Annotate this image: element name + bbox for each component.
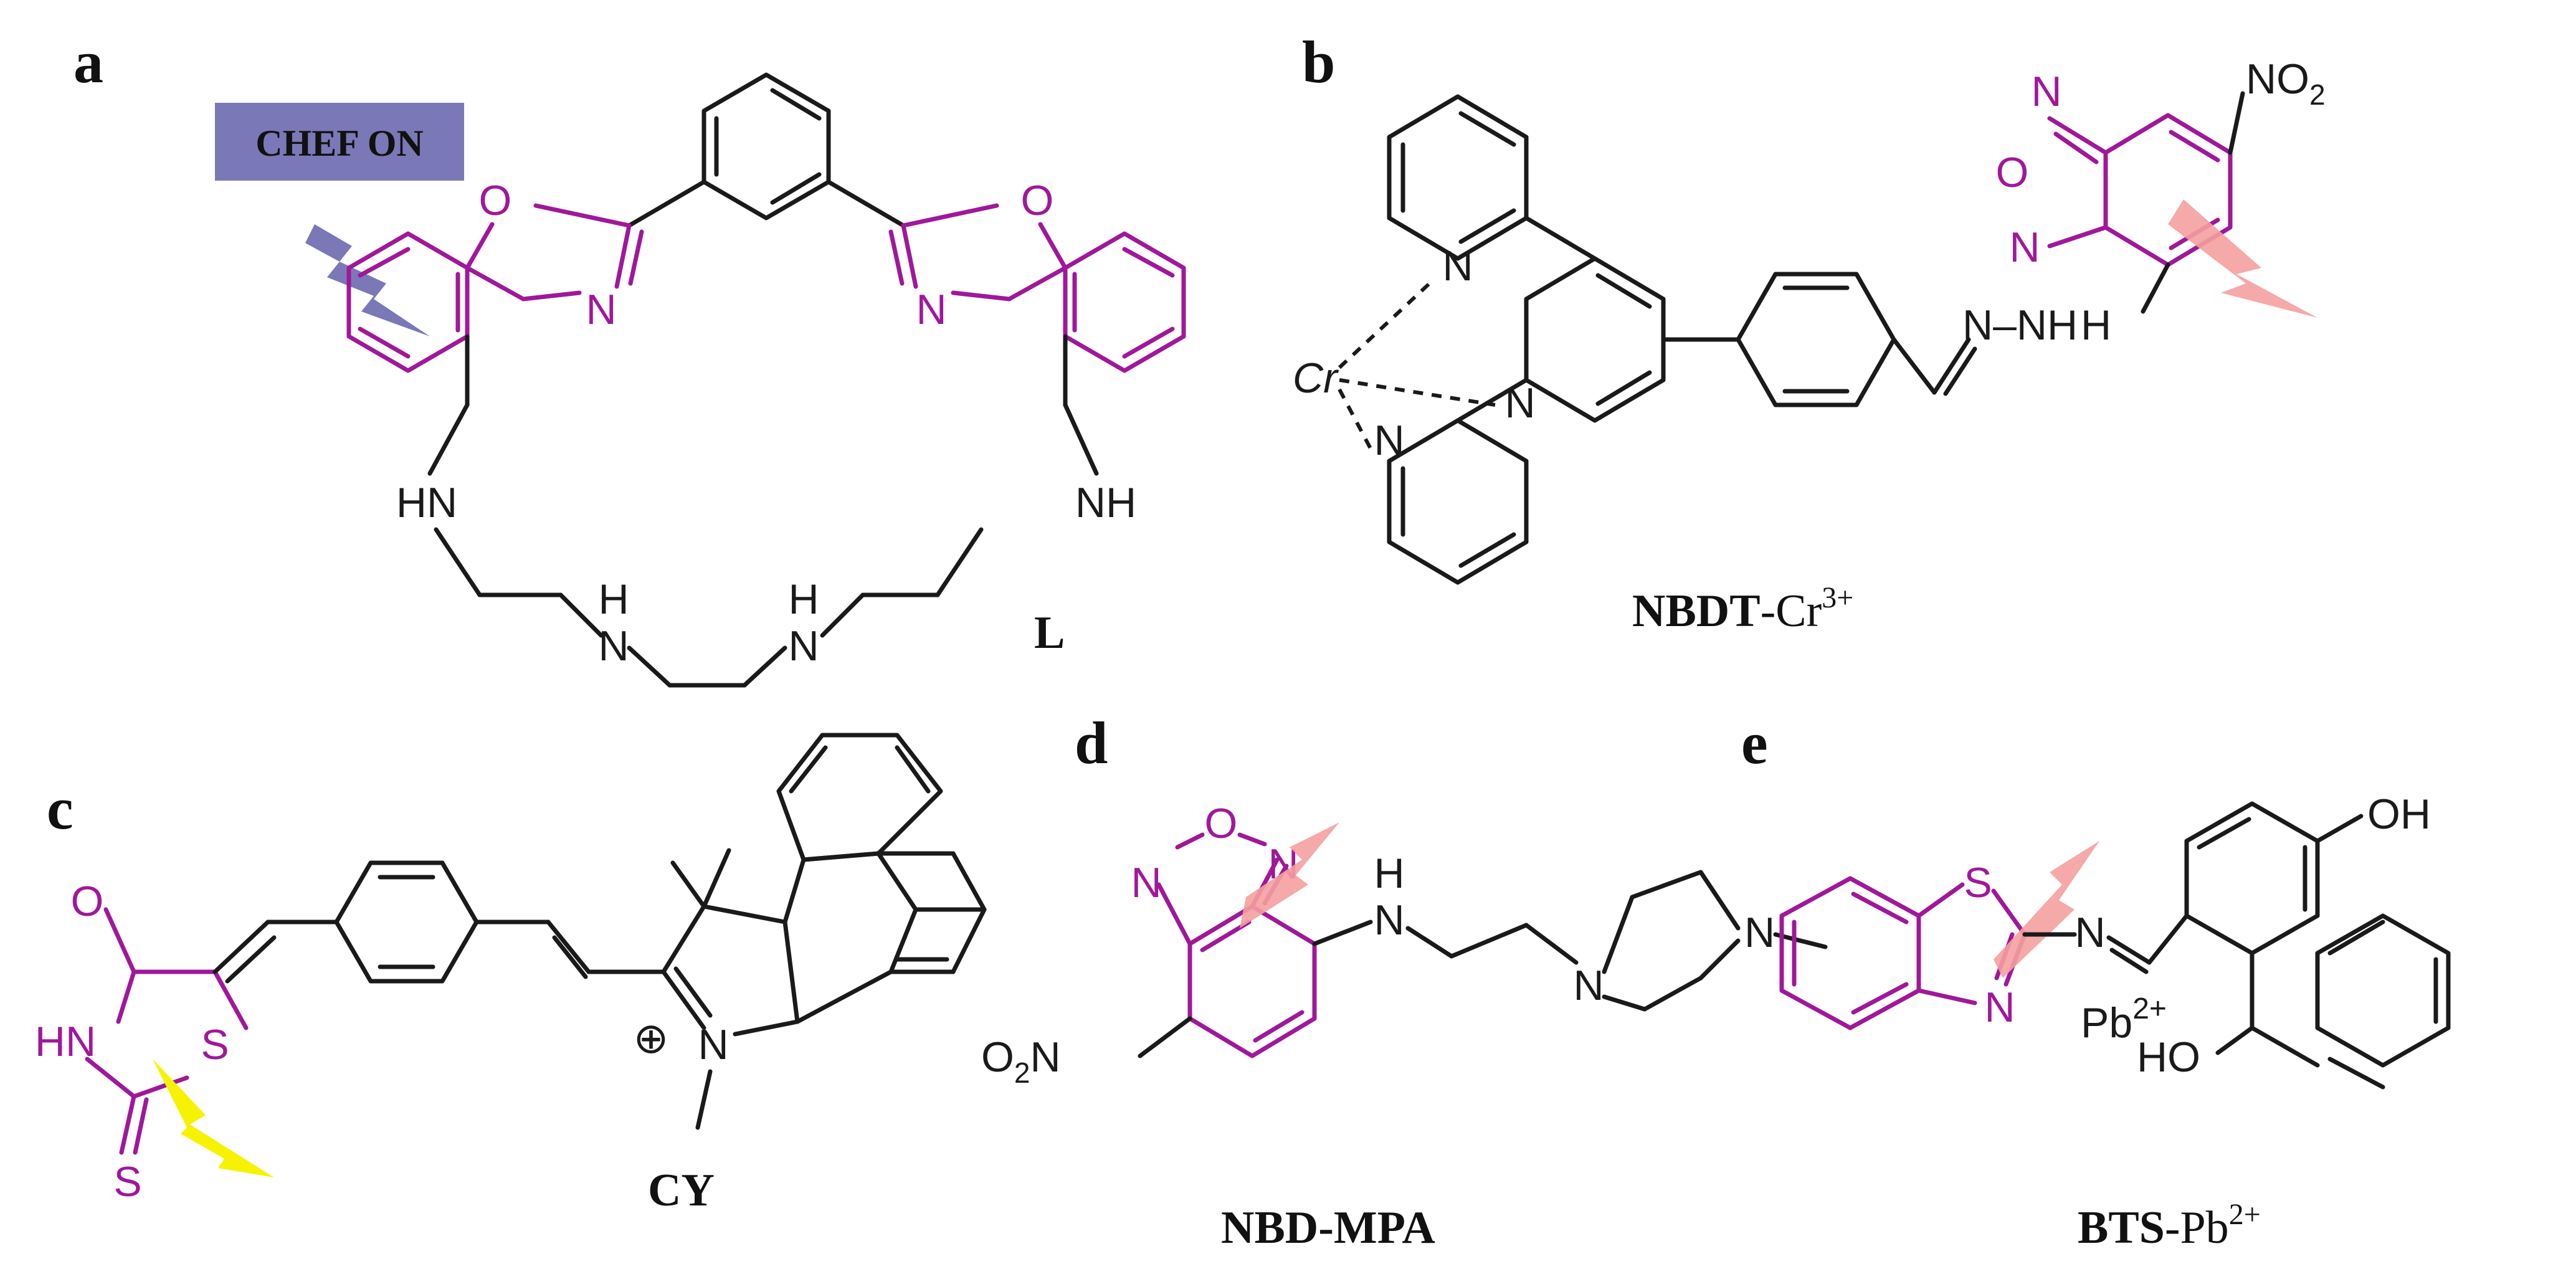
panel-e-letter: e (1741, 710, 1768, 776)
panel-d: d O N N O2N N H N (981, 710, 1828, 1253)
compound-name-nbdt: NBDT-Cr3+ (1632, 581, 1853, 637)
rhodanine-ring: O HN S S (35, 878, 249, 1205)
piperazine-n2: N (1744, 909, 1775, 956)
lightning-bolt-pink-d-icon (1240, 822, 1339, 928)
metal-pb: Pb2+ (2081, 992, 2167, 1047)
phenyl-ring-b (1736, 272, 1896, 407)
panel-b-letter: b (1302, 29, 1335, 95)
atom-nh-mid-right: N (788, 622, 819, 670)
oxadiazole-o: O (1996, 149, 2029, 196)
atom-n-left: N (586, 286, 616, 333)
atom-nh-mid-left: N (598, 622, 629, 670)
central-benzene-ring (701, 72, 831, 221)
chef-on-badge (215, 103, 464, 181)
piperazine-n1: N (1573, 962, 1604, 1009)
atom-n-right: N (916, 286, 946, 333)
atom-nh-right: NH (1075, 479, 1136, 526)
oxadiazole-n-top: N (2031, 68, 2061, 115)
lightning-bolt-yellow-icon (153, 1059, 274, 1177)
lightning-bolt-purple-icon (305, 224, 430, 336)
atom-o-left: O (479, 177, 512, 224)
hydrazone-label: N–NH (1962, 302, 2078, 349)
panel-d-letter: d (1075, 710, 1108, 776)
panel-e: e S N N OH HO (1741, 710, 2451, 1253)
atom-s-thione: S (113, 1158, 141, 1205)
lightning-bolt-pink-e-icon (1994, 841, 2099, 978)
atom-hn-left: HN (396, 479, 457, 526)
atom-o-right: O (1021, 177, 1054, 224)
indole-benzene-ring (782, 851, 918, 1024)
atom-h-mid-left: H (598, 576, 629, 623)
phenyl-ring-c (334, 860, 479, 984)
oxadiazole-o-d: O (1205, 800, 1238, 847)
naphthalene-upper-ring (776, 733, 943, 862)
atom-ho-bottom: HO (2137, 1034, 2200, 1081)
metal-cr: Cr (1293, 354, 1339, 402)
atom-o-rhodanine: O (71, 878, 104, 925)
atom-n-benzothiazole: N (1984, 984, 2015, 1031)
atom-n-bottom-pyridine: N (1374, 417, 1404, 464)
oxadiazole-n-bottom: N (2009, 224, 2040, 271)
naphthalene-ring-1 (2184, 801, 2320, 956)
atom-n-central-pyridine: N (1504, 379, 1535, 427)
lightning-bolt-pink-b-icon (2168, 199, 2317, 318)
hydrazone-h: H (2081, 302, 2111, 349)
panel-c: c O HN S S (35, 733, 987, 1216)
top-pyridine-ring (1387, 94, 1529, 261)
atom-oh-top: OH (2367, 791, 2431, 838)
atom-n-imine: N (2075, 909, 2105, 956)
panel-c-letter: c (47, 775, 74, 842)
naphthalene-ring-2 (2315, 913, 2451, 1068)
right-benzoxazole: O N (888, 177, 1186, 373)
left-benzoxazole: O N (346, 177, 644, 373)
atom-h-mid-right: H (788, 576, 819, 623)
no2-label: NO2 (2246, 55, 2326, 111)
o2n-label: O2N (981, 1034, 1061, 1089)
panel-a: a CHEF ON O N HN (74, 29, 1186, 688)
chef-on-label: CHEF ON (255, 123, 423, 164)
compound-name-cy: CY (648, 1165, 715, 1216)
amine-h-d: H (1374, 850, 1404, 897)
atom-s-ring: S (201, 1021, 229, 1068)
plus-charge: ⊕ (634, 1015, 669, 1062)
panel-b: b N N N Cr N–NH H (1293, 29, 2326, 637)
atom-n-top-pyridine: N (1442, 242, 1473, 290)
compound-name-nbd-mpa: NBD-MPA (1221, 1202, 1435, 1253)
atom-s-benzothiazole: S (1964, 859, 1992, 906)
amine-n-d: N (1374, 896, 1404, 944)
bottom-pyridine-ring (1387, 418, 1529, 585)
panel-a-letter: a (74, 29, 103, 95)
central-pyridine-ring (1524, 256, 1666, 423)
benzoxadiazole-d: O N N (1131, 800, 1317, 1058)
compound-name-bts: BTS-Pb2+ (2078, 1198, 2261, 1253)
compound-name-l: L (1034, 607, 1065, 658)
oxadiazole-n-left-d: N (1131, 859, 1161, 906)
atom-n-plus: N (698, 1021, 728, 1068)
atom-hn-rhodanine: HN (35, 1018, 96, 1065)
